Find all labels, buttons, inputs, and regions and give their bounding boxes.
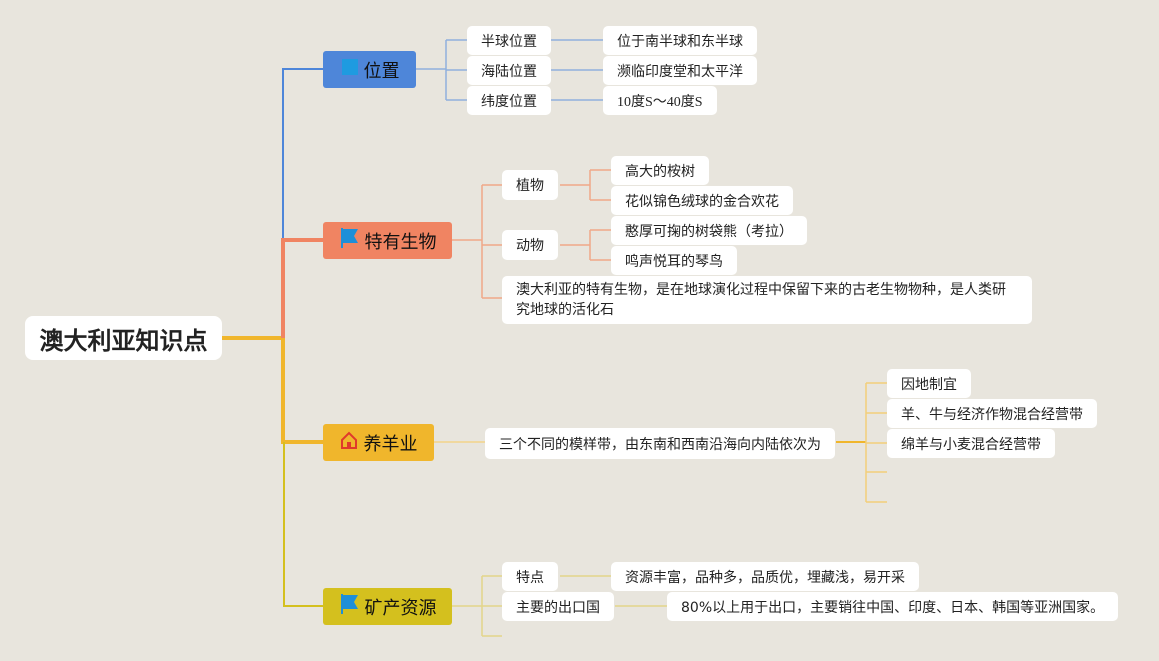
species-note[interactable]: 澳大利亚的特有生物，是在地球演化过程中保留下来的古老生物物种，是人类研究地球的活… bbox=[502, 276, 1032, 324]
sheep-detail-wheat[interactable]: 绵羊与小麦混合经营带 bbox=[887, 429, 1055, 458]
flag-icon bbox=[340, 58, 358, 81]
species-plants[interactable]: 植物 bbox=[502, 170, 558, 200]
animal-lyrebird[interactable]: 鸣声悦耳的琴鸟 bbox=[611, 246, 737, 275]
branch-sheep-farming[interactable]: 养羊业 bbox=[323, 424, 434, 461]
sheep-belts-intro[interactable]: 三个不同的模样带，由东南和西南沿海向内陆依次为 bbox=[485, 428, 835, 459]
branch-endemic-species[interactable]: 特有生物 bbox=[323, 222, 452, 259]
mineral-features-detail[interactable]: 资源丰富，品种多，品质优，埋藏浅，易开采 bbox=[611, 562, 919, 591]
branch-mineral-resources[interactable]: 矿产资源 bbox=[323, 588, 452, 625]
location-hemisphere-detail[interactable]: 位于南半球和东半球 bbox=[603, 26, 757, 55]
location-latitude-detail[interactable]: 10度S～40度S bbox=[603, 86, 717, 115]
branch-label: 矿产资源 bbox=[364, 597, 437, 619]
sheep-detail-local[interactable]: 因地制宜 bbox=[887, 369, 971, 398]
sheep-detail-mixed-crops[interactable]: 羊、牛与经济作物混合经营带 bbox=[887, 399, 1097, 428]
mineral-export[interactable]: 主要的出口国 bbox=[502, 592, 614, 621]
branch-location[interactable]: 位置 bbox=[323, 51, 416, 88]
branch-label: 特有生物 bbox=[364, 231, 437, 253]
mineral-features[interactable]: 特点 bbox=[502, 562, 558, 591]
species-animals[interactable]: 动物 bbox=[502, 230, 558, 260]
plant-eucalyptus[interactable]: 高大的桉树 bbox=[611, 156, 709, 185]
location-sea-land[interactable]: 海陆位置 bbox=[467, 56, 551, 85]
flag-icon bbox=[339, 227, 359, 254]
location-latitude[interactable]: 纬度位置 bbox=[467, 86, 551, 115]
plant-acacia[interactable]: 花似锦色绒球的金合欢花 bbox=[611, 186, 793, 215]
species-note-text: 澳大利亚的特有生物，是在地球演化过程中保留下来的古老生物物种，是人类研究地球的活… bbox=[516, 282, 1006, 318]
home-icon bbox=[340, 431, 358, 454]
animal-koala[interactable]: 憨厚可掬的树袋熊（考拉） bbox=[611, 216, 807, 245]
branch-label: 位置 bbox=[363, 60, 400, 82]
mineral-export-detail[interactable]: 80%以上用于出口，主要销往中国、印度、日本、韩国等亚洲国家。 bbox=[667, 592, 1119, 621]
branch-label: 养羊业 bbox=[363, 433, 418, 455]
root-node[interactable]: 澳大利亚知识点 bbox=[25, 316, 222, 360]
location-sea-land-detail[interactable]: 濒临印度堂和太平洋 bbox=[603, 56, 757, 85]
location-hemisphere[interactable]: 半球位置 bbox=[467, 26, 551, 55]
flag-icon bbox=[339, 593, 359, 620]
